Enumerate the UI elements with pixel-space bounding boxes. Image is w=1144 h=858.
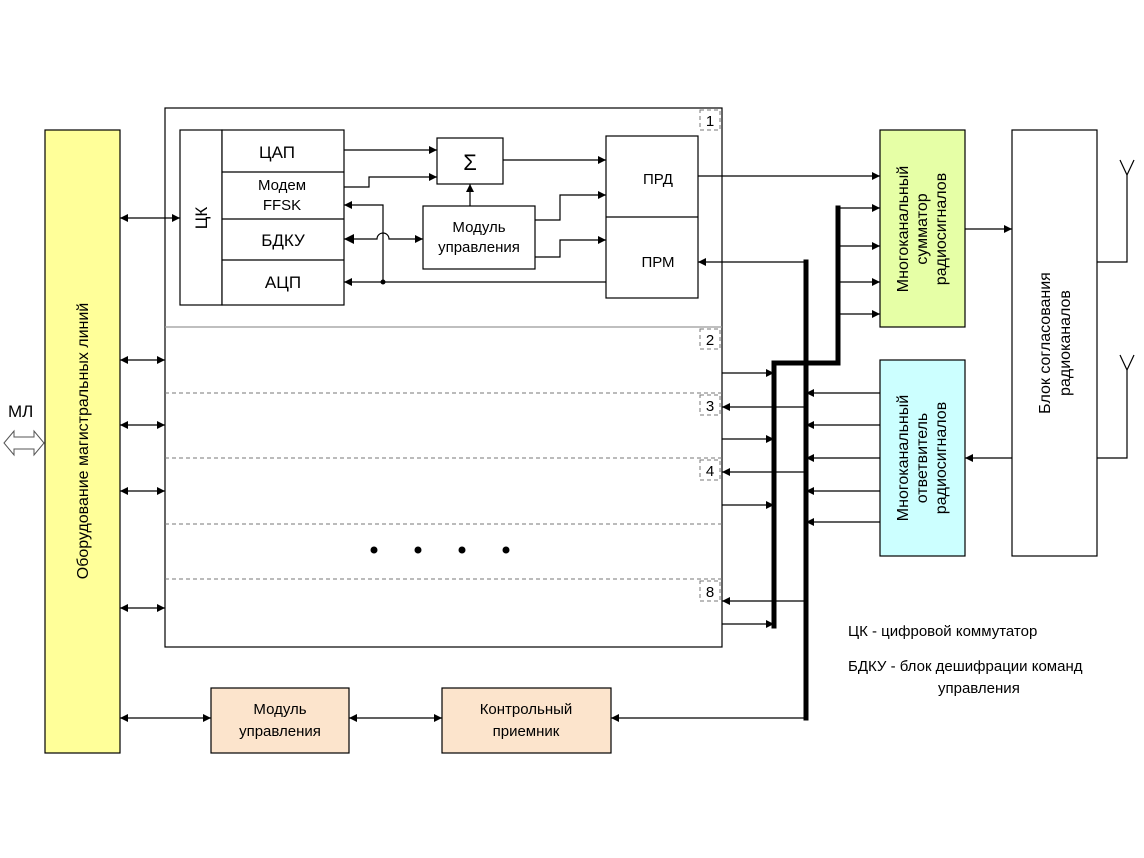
channel-number-4: 4: [706, 463, 714, 480]
control-receiver-line2: приемник: [493, 723, 560, 740]
dac-label: ЦАП: [259, 143, 295, 162]
channel-control-module-box: [422, 205, 536, 270]
trunk-equipment-label: Оборудование магистральных линий: [75, 303, 92, 580]
control-receiver-box: [441, 687, 612, 754]
rf-bus: [771, 205, 841, 721]
antenna-icon: [1097, 354, 1135, 459]
rf-connections: [611, 172, 1012, 722]
matching-block-line2: радиоканалов: [1057, 290, 1074, 396]
channel-control-module-line2: управления: [438, 239, 520, 256]
summator-box: [436, 137, 504, 185]
modem-label-line2: FFSK: [263, 197, 301, 214]
combiner-box: [879, 129, 966, 328]
matching-block-line1: Блок согласования: [1037, 272, 1054, 414]
adc-label: АЦП: [265, 273, 301, 292]
channel-number-2: 2: [706, 332, 714, 349]
matching-block-box: [1011, 129, 1098, 557]
channel-1-connections: [344, 146, 606, 286]
splitter-line2: ответвитель: [914, 413, 931, 504]
channel-control-module-line1: Модуль: [452, 219, 505, 236]
equipment-links: [120, 214, 180, 612]
bottom-control-module-line1: Модуль: [253, 701, 306, 718]
channel-number-3: 3: [706, 398, 714, 415]
ellipsis-dot: [414, 546, 422, 554]
splitter-line3: радиосигналов: [933, 402, 950, 514]
ml-interface-arrow: [3, 429, 45, 457]
combiner-line1: Многоканальный: [895, 166, 912, 292]
legend-bdku-line2: управления: [938, 680, 1020, 697]
sigma-symbol: Σ: [463, 150, 477, 175]
prd-label: ПРД: [643, 171, 673, 188]
splitter-box: [879, 359, 966, 557]
ellipsis-dot: [370, 546, 378, 554]
ellipsis-dots: [370, 546, 510, 554]
combiner-line2: сумматор: [914, 193, 931, 264]
interface-stack-box: [221, 129, 345, 306]
control-receiver-line1: Контрольный: [480, 701, 573, 718]
modem-label-line1: Модем: [258, 177, 306, 194]
antenna-icon: [1097, 159, 1135, 263]
bottom-control-module-line2: управления: [239, 723, 321, 740]
legend-ck: ЦК - цифровой коммутатор: [848, 623, 1037, 640]
ellipsis-dot: [458, 546, 466, 554]
bottom-control-module-box: [210, 687, 350, 754]
ck-label: ЦК: [192, 207, 211, 230]
ellipsis-dot: [502, 546, 510, 554]
bdku-label: БДКУ: [261, 231, 305, 250]
channel-number-1: 1: [706, 113, 714, 130]
combiner-line3: радиосигналов: [933, 173, 950, 285]
channel-number-tags: [699, 109, 721, 602]
ml-label: МЛ: [8, 402, 33, 421]
splitter-line1: Многоканальный: [895, 395, 912, 521]
channel-number-8: 8: [706, 584, 714, 601]
prm-label: ПРМ: [641, 254, 674, 271]
legend-bdku-line1: БДКУ - блок дешифрации команд: [848, 658, 1083, 675]
trunk-equipment-box: [44, 129, 121, 754]
